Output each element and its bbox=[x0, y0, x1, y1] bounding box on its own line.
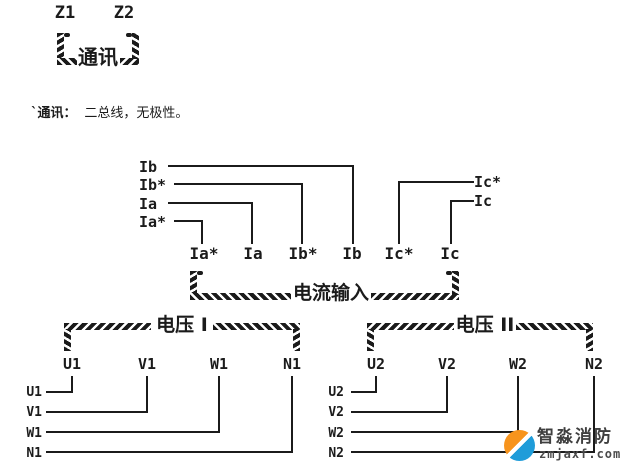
wire-v1-h bbox=[46, 411, 148, 413]
wire-n1-h bbox=[46, 451, 293, 453]
watermark-site: zmjaxf.com bbox=[539, 447, 622, 461]
voltage1-bracket-right-bar bbox=[213, 323, 300, 330]
watermark-brand: 智淼消防 bbox=[537, 427, 613, 447]
voltage1-bracket-right-end bbox=[293, 329, 300, 351]
wire-ia-star-v bbox=[201, 220, 203, 244]
wire-ib-star-h bbox=[174, 183, 303, 185]
terminal-w1: W1 bbox=[209, 355, 229, 373]
zhimiao-logo-icon bbox=[504, 430, 535, 461]
comm-bracket-label: 通讯 bbox=[78, 45, 118, 69]
feed-label-u2: U2 bbox=[328, 385, 344, 400]
terminal-ic: Ic bbox=[440, 244, 460, 263]
wire-ic-star-h bbox=[398, 181, 474, 183]
wire-n2-h bbox=[351, 451, 595, 453]
terminal-n2: N2 bbox=[584, 355, 604, 373]
wire-ia-v bbox=[251, 202, 253, 244]
current-bracket-right-hook bbox=[446, 271, 452, 275]
wire-ia-h bbox=[168, 202, 253, 204]
comm-note-label: `通讯： bbox=[31, 106, 77, 121]
terminal-v2: V2 bbox=[437, 355, 457, 373]
feed-label-n1: N1 bbox=[26, 446, 42, 461]
comm-bracket-right-bar bbox=[120, 58, 139, 65]
wire-v2-h bbox=[351, 411, 448, 413]
wire-ib-star-v bbox=[301, 183, 303, 244]
wire-ib-v bbox=[352, 165, 354, 244]
feed-label-ib: Ib bbox=[139, 158, 158, 176]
terminal-z1-label: Z1 bbox=[54, 3, 76, 23]
feed-label-w2: W2 bbox=[328, 426, 344, 441]
comm-bracket-left-bar bbox=[57, 58, 77, 65]
comm-note: `通讯： 二总线，无极性。 bbox=[31, 102, 188, 121]
wire-u2-v bbox=[375, 376, 377, 393]
current-bracket-right-end bbox=[452, 271, 459, 295]
voltage1-bracket-left-bar bbox=[64, 323, 151, 330]
wire-w2-v bbox=[517, 376, 519, 433]
feed-label-w1: W1 bbox=[26, 426, 42, 441]
wire-ic-h bbox=[450, 200, 474, 202]
voltage1-bracket-label: 电压 I bbox=[156, 314, 208, 336]
current-bracket-left-bar bbox=[190, 293, 291, 300]
comm-bracket-left-hook bbox=[64, 33, 70, 37]
wire-u1-v bbox=[71, 376, 73, 393]
terminal-v1: V1 bbox=[137, 355, 157, 373]
wire-n2-v bbox=[593, 376, 595, 453]
voltage2-bracket-right-bar bbox=[516, 323, 593, 330]
feed-label-u1: U1 bbox=[26, 385, 42, 400]
terminal-z2-label: Z2 bbox=[113, 3, 135, 23]
voltage2-bracket-left-bar bbox=[367, 323, 454, 330]
wire-w1-v bbox=[218, 376, 220, 433]
wire-n1-v bbox=[291, 376, 293, 453]
feed-label-ia-star: Ia* bbox=[139, 213, 167, 231]
wire-v1-v bbox=[146, 376, 148, 413]
terminal-u1: U1 bbox=[62, 355, 82, 373]
wire-u2-h bbox=[351, 391, 377, 393]
comm-bracket-right-end bbox=[132, 33, 139, 59]
wire-ib-h bbox=[168, 165, 354, 167]
terminal-n1: N1 bbox=[282, 355, 302, 373]
terminal-ib: Ib bbox=[342, 244, 362, 263]
terminal-ia-star: Ia* bbox=[189, 244, 219, 263]
comm-note-text: 二总线，无极性。 bbox=[84, 106, 189, 121]
current-bracket-left-hook bbox=[197, 271, 203, 275]
terminal-u2: U2 bbox=[366, 355, 386, 373]
voltage2-bracket-label: 电压 II bbox=[455, 314, 515, 336]
terminal-w2: W2 bbox=[508, 355, 528, 373]
voltage2-bracket-right-end bbox=[586, 329, 593, 351]
feed-label-n2: N2 bbox=[328, 446, 344, 461]
wire-w1-h bbox=[46, 431, 220, 433]
wire-v2-v bbox=[446, 376, 448, 413]
wire-u1-h bbox=[46, 391, 73, 393]
wire-ia-star-h bbox=[174, 220, 203, 222]
wire-w2-h bbox=[351, 431, 519, 433]
feed-label-ib-star: Ib* bbox=[139, 176, 167, 194]
voltage1-bracket-left-end bbox=[64, 329, 71, 351]
wire-ic-v bbox=[450, 200, 452, 244]
terminal-ia: Ia bbox=[243, 244, 263, 263]
current-bracket-label: 电流输入 bbox=[292, 282, 369, 304]
feed-label-v2: V2 bbox=[328, 405, 344, 420]
current-bracket-left-end bbox=[190, 271, 197, 295]
current-bracket-right-bar bbox=[371, 293, 459, 300]
feed-label-ic: Ic bbox=[474, 192, 493, 210]
feed-label-ic-star: Ic* bbox=[474, 173, 502, 191]
comm-bracket-right-hook bbox=[126, 33, 132, 37]
comm-bracket-left-end bbox=[57, 33, 64, 59]
wire-ic-star-v bbox=[398, 181, 400, 244]
voltage2-bracket-left-end bbox=[367, 329, 374, 351]
feed-label-v1: V1 bbox=[26, 405, 42, 420]
terminal-ib-star: Ib* bbox=[288, 244, 318, 263]
feed-label-ia: Ia bbox=[139, 195, 158, 213]
terminal-ic-star: Ic* bbox=[384, 244, 414, 263]
